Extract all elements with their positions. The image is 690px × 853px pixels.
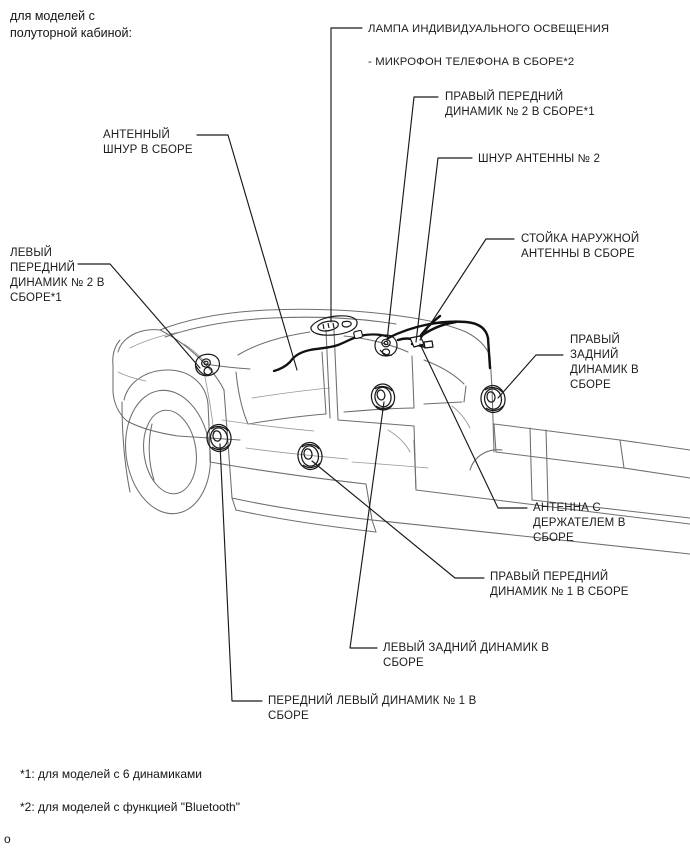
- label-right-rear-speaker-assy: ПРАВЫЙ ЗАДНИЙ ДИНАМИК В СБОРЕ: [570, 334, 639, 391]
- label-right-front-speaker-no2: ПРАВЫЙ ПЕРЕДНИЙ ДИНАМИК № 2 В СБОРЕ*1: [445, 91, 595, 118]
- label-outer-antenna-pole-assy: СТОЙКА НАРУЖНОЙ АНТЕННЫ В СБОРЕ: [521, 233, 640, 260]
- vehicle-detail-group: [117, 330, 471, 469]
- footnote-1: *1: для моделей с 6 динамиками: [20, 767, 202, 781]
- label-front-left-speaker-no1: ПЕРЕДНИЙ ЛЕВЫЙ ДИНАМИК № 1 В СБОРЕ: [268, 695, 477, 722]
- right-rear-speaker-part: [480, 384, 506, 414]
- vehicle-outline-group: [112, 308, 690, 555]
- roof-antenna-run: [386, 320, 492, 370]
- label-antenna-cord-assy: АНТЕННЫЙ ШНУР В СБОРЕ: [103, 129, 193, 156]
- label-left-rear-speaker-assy: ЛЕВЫЙ ЗАДНИЙ ДИНАМИК В СБОРЕ: [383, 642, 550, 669]
- front-left-speaker-no1-part: [206, 423, 232, 453]
- footnote-2: *2: для моделей с функцией "Bluetooth": [20, 800, 240, 814]
- left-front-speaker-no2-part: [194, 353, 221, 377]
- label-antenna-cord-no2: ШНУР АНТЕННЫ № 2: [478, 153, 600, 165]
- right-front-speaker-no2-part: [374, 334, 398, 357]
- personal-lamp-part: [310, 315, 358, 336]
- page-mark: o: [4, 832, 11, 846]
- antenna-cord-clip: [353, 329, 364, 340]
- left-rear-speaker-part: [370, 383, 396, 411]
- antenna-cord-assy-part: [272, 333, 388, 373]
- label-antenna-with-holder-assy: АНТЕННА С ДЕРЖАТЕЛЕМ В СБОРЕ: [533, 502, 626, 544]
- right-front-speaker-no1-part: [297, 441, 323, 471]
- label-phone-microphone-assy: - МИКРОФОН ТЕЛЕФОНА В СБОРЕ*2: [368, 56, 575, 68]
- label-personal-lamp: ЛАМПА ИНДИВИДУАЛЬНОГО ОСВЕЩЕНИЯ: [368, 23, 610, 35]
- intro-note: для моделей с полуторной кабиной:: [10, 9, 132, 40]
- leader-lines-group: [77, 27, 564, 702]
- label-left-front-speaker-no2: ЛЕВЫЙ ПЕРЕДНИЙ ДИНАМИК № 2 В СБОРЕ*1: [10, 247, 105, 304]
- label-right-front-speaker-no1: ПРАВЫЙ ПЕРЕДНИЙ ДИНАМИК № 1 В СБОРЕ: [490, 571, 629, 598]
